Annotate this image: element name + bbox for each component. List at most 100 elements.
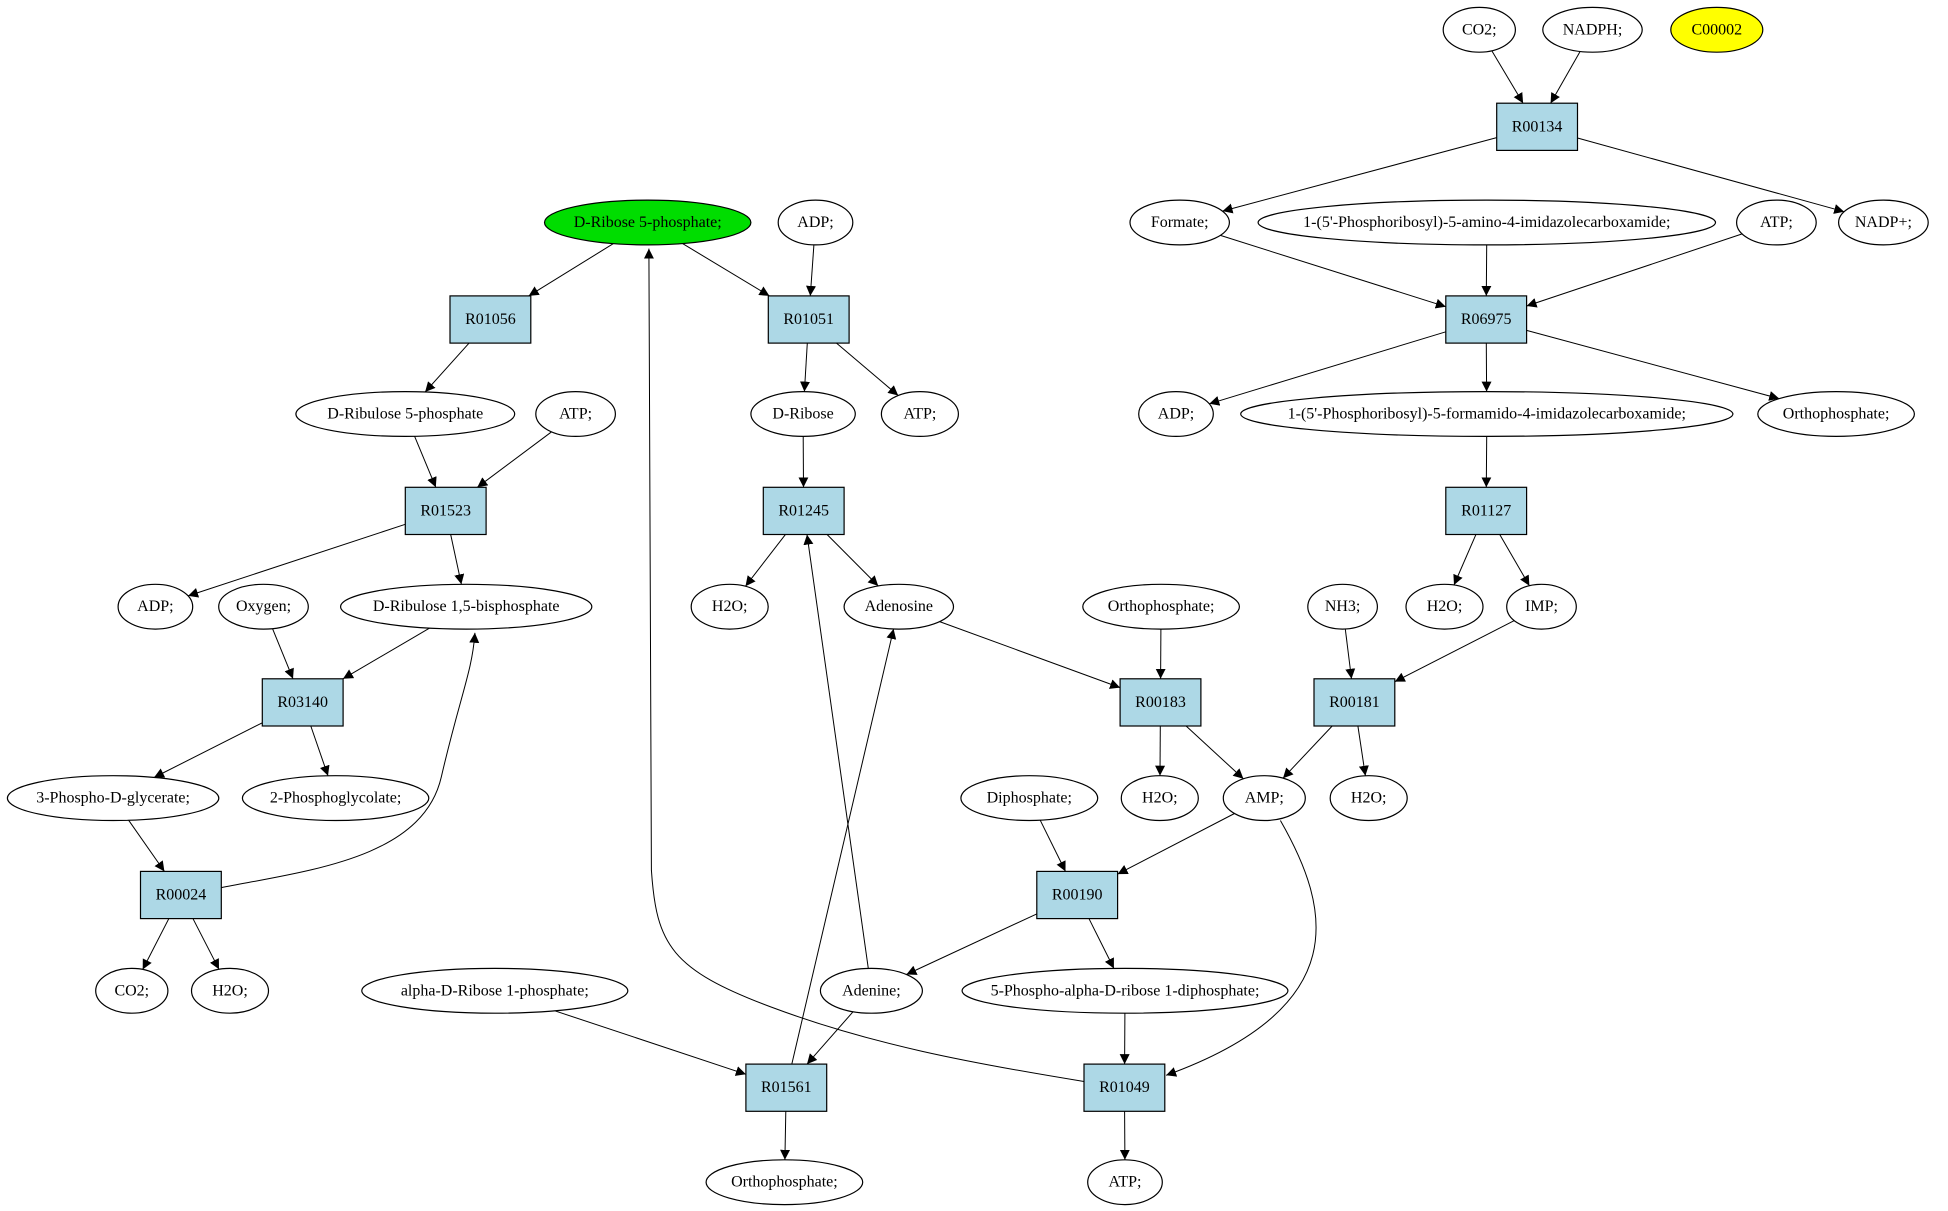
compound-node-oxygen[interactable]: Oxygen; <box>218 583 309 630</box>
reaction-node-R00190[interactable]: R00190 <box>1036 870 1119 920</box>
compound-label: H2O; <box>1427 598 1463 615</box>
compound-ellipse <box>241 775 430 822</box>
compound-node-prpp[interactable]: 5-Phospho-alpha-D-ribose 1-diphosphate; <box>961 967 1289 1014</box>
compound-ellipse <box>1405 583 1484 630</box>
edge-R01049-to-r5p <box>643 248 1085 1082</box>
reaction-node-R06975[interactable]: R06975 <box>1445 295 1528 344</box>
reaction-box <box>745 1063 828 1112</box>
edge-R03140-to-pgly <box>310 725 330 776</box>
compound-node-adp_top[interactable]: ADP; <box>777 199 854 246</box>
compound-node-dribose[interactable]: D-Ribose <box>750 391 856 438</box>
reaction-box <box>762 486 845 536</box>
compound-node-aicar[interactable]: 1-(5'-Phosphoribosyl)-5-amino-4-imidazol… <box>1257 199 1717 246</box>
reaction-label: R00024 <box>156 887 207 904</box>
compound-node-imp[interactable]: IMP; <box>1506 583 1577 630</box>
compound-node-ru5p[interactable]: D-Ribulose 5-phosphate <box>295 391 516 438</box>
compound-node-amp[interactable]: AMP; <box>1222 775 1306 822</box>
edge-R01245-to-adenosine <box>826 534 879 587</box>
compound-node-adp_left[interactable]: ADP; <box>117 583 194 630</box>
compound-node-ar1p[interactable]: alpha-D-Ribose 1-phosphate; <box>361 967 629 1014</box>
compound-node-adenosine[interactable]: Adenosine <box>843 583 955 630</box>
compound-node-r5p[interactable]: D-Ribose 5-phosphate; <box>543 199 752 246</box>
compound-ellipse <box>961 967 1289 1014</box>
compound-node-pi_r00183[interactable]: Orthophosphate; <box>1082 583 1240 630</box>
edge-adp_top-to-R01051 <box>806 244 816 296</box>
compound-label: D-Ribulose 5-phosphate <box>327 406 483 423</box>
compound-label: Orthophosphate; <box>1108 598 1215 615</box>
compound-node-atp_r01049[interactable]: ATP; <box>1087 1159 1163 1206</box>
compound-node-pga[interactable]: 3-Phospho-D-glycerate; <box>6 775 220 822</box>
compound-label: D-Ribose <box>772 406 833 423</box>
reaction-node-R01049[interactable]: R01049 <box>1083 1063 1166 1112</box>
compound-node-adenine[interactable]: Adenine; <box>819 967 924 1014</box>
edge-R00134-to-formate <box>1222 137 1497 214</box>
compound-label: NH3; <box>1325 598 1361 615</box>
compound-node-pi_r01561[interactable]: Orthophosphate; <box>705 1159 864 1206</box>
compound-node-h2o_r00024[interactable]: H2O; <box>190 967 270 1014</box>
compound-ellipse <box>705 1159 864 1206</box>
reaction-node-R01245[interactable]: R01245 <box>762 486 845 536</box>
compound-node-pi_r06975[interactable]: Orthophosphate; <box>1757 391 1915 438</box>
compound-node-co2_bottom[interactable]: CO2; <box>95 967 169 1014</box>
compound-label: ADP; <box>1158 406 1194 423</box>
compound-label: ATP; <box>903 406 936 423</box>
reaction-node-R00181[interactable]: R00181 <box>1313 678 1396 727</box>
compound-node-h2o_r01127[interactable]: H2O; <box>1405 583 1484 630</box>
edge-R03140-to-pga <box>153 722 263 778</box>
compound-node-pgly[interactable]: 2-Phosphoglycolate; <box>241 775 430 822</box>
compound-node-formate[interactable]: Formate; <box>1129 199 1231 246</box>
compound-ellipse <box>1257 199 1717 246</box>
compound-ellipse <box>95 967 169 1014</box>
reaction-label: R06975 <box>1461 311 1512 328</box>
compound-label: Adenine; <box>842 982 901 999</box>
reaction-node-R01127[interactable]: R01127 <box>1445 486 1528 536</box>
compound-ellipse <box>819 967 924 1014</box>
compound-node-h2o_r00183[interactable]: H2O; <box>1120 775 1199 822</box>
compound-node-adp_r06975[interactable]: ADP; <box>1138 391 1214 438</box>
compound-node-diphosphate[interactable]: Diphosphate; <box>960 775 1099 822</box>
reaction-box <box>1083 1063 1166 1112</box>
edges-layer <box>128 50 1845 1160</box>
edge-r5p-to-R01051 <box>682 243 770 297</box>
reaction-box <box>1036 870 1119 920</box>
reaction-node-R00024[interactable]: R00024 <box>139 870 222 920</box>
compound-ellipse <box>843 583 955 630</box>
compound-ellipse <box>960 775 1099 822</box>
compound-label: 3-Phospho-D-glycerate; <box>36 790 190 807</box>
reaction-node-R01561[interactable]: R01561 <box>745 1063 828 1112</box>
compound-ellipse <box>1542 6 1643 53</box>
edge-R06975-to-adp_r06975 <box>1209 331 1446 406</box>
compound-label: NADPH; <box>1563 21 1623 38</box>
compound-node-atp_r01051[interactable]: ATP; <box>880 391 960 438</box>
edge-pga-to-R00024 <box>128 819 165 872</box>
compound-node-atp_r06975[interactable]: ATP; <box>1735 199 1817 246</box>
reaction-node-R01051[interactable]: R01051 <box>767 295 850 344</box>
edge-R00024-to-rubp <box>221 632 480 889</box>
compound-node-c00002[interactable]: C00002 <box>1670 6 1764 53</box>
compound-label: Orthophosphate; <box>731 1174 838 1191</box>
compound-node-rubp[interactable]: D-Ribulose 1,5-bisphosphate <box>340 583 593 630</box>
compound-ellipse <box>1138 391 1214 438</box>
compound-node-nadph[interactable]: NADPH; <box>1542 6 1643 53</box>
compound-node-atp_r01523[interactable]: ATP; <box>535 391 616 438</box>
compound-ellipse <box>690 583 769 630</box>
reaction-node-R00134[interactable]: R00134 <box>1496 102 1579 151</box>
reaction-node-R01523[interactable]: R01523 <box>404 486 487 536</box>
reaction-node-R00183[interactable]: R00183 <box>1119 678 1202 727</box>
compound-node-co2_top[interactable]: CO2; <box>1442 6 1517 53</box>
compound-node-nadp[interactable]: NADP+; <box>1837 199 1929 246</box>
compound-label: 1-(5'-Phosphoribosyl)-5-amino-4-imidazol… <box>1303 214 1670 231</box>
compound-ellipse <box>1240 391 1734 438</box>
reaction-node-R03140[interactable]: R03140 <box>261 678 344 727</box>
compound-node-nh3[interactable]: NH3; <box>1307 583 1378 630</box>
compound-node-h2o_r00181[interactable]: H2O; <box>1329 775 1408 822</box>
compound-ellipse <box>6 775 220 822</box>
compound-ellipse <box>880 391 960 438</box>
compound-label: 2-Phosphoglycolate; <box>270 790 402 807</box>
compound-node-faicar[interactable]: 1-(5'-Phosphoribosyl)-5-formamido-4-imid… <box>1240 391 1734 438</box>
compound-ellipse <box>543 199 752 246</box>
reaction-node-R01056[interactable]: R01056 <box>449 295 532 344</box>
compound-ellipse <box>1757 391 1915 438</box>
compound-node-h2o_r01245[interactable]: H2O; <box>690 583 769 630</box>
